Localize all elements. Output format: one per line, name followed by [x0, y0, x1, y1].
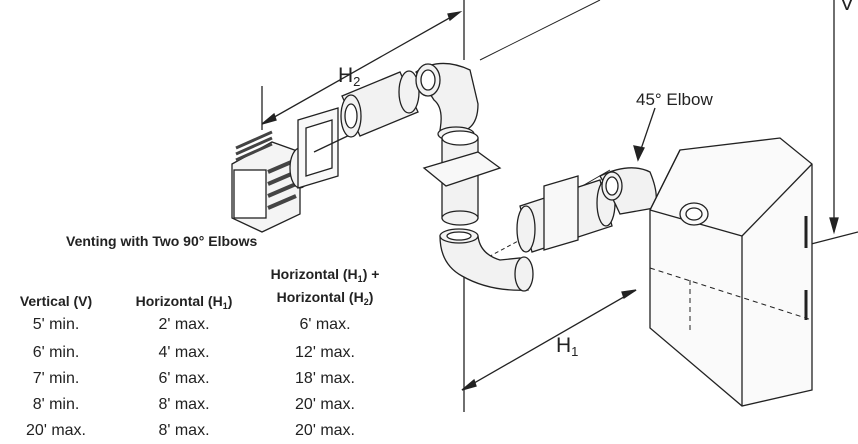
elbow-callout-label: 45° Elbow [636, 90, 713, 109]
table-cell: 6' max. [158, 370, 210, 387]
table-cell: 7' min. [32, 370, 80, 387]
table-cell: 12' max. [295, 344, 355, 361]
h2-label: H2 [338, 64, 361, 89]
table-cell: 6' min. [32, 344, 80, 361]
upper-elbow [415, 62, 479, 142]
vertical-pipe [422, 130, 502, 226]
h1-label: H1 [556, 334, 579, 359]
table-cell: 8' max. [158, 422, 210, 439]
header-horizontal-h1: Horizontal (H1) [135, 293, 233, 311]
wall-plate [297, 107, 357, 189]
table-cell: 18' max. [295, 370, 355, 387]
forty-five-elbow [599, 167, 657, 215]
h1-dimension [461, 270, 637, 412]
table-cell: 6' max. [299, 316, 351, 333]
h2-dimension [261, 0, 465, 130]
table-cell: 4' max. [158, 344, 210, 361]
table-cell: 8' max. [158, 396, 210, 413]
table-cell: 20' max. [295, 422, 355, 439]
v-label: V [840, 0, 855, 15]
boiler [649, 137, 813, 407]
header-combined: Horizontal (H1) + Horizontal (H2) [270, 266, 380, 307]
table-cell: 2' max. [158, 316, 210, 333]
table-title: Venting with Two 90° Elbows [66, 233, 258, 249]
horizontal-pipe-h2 [340, 70, 420, 138]
wall-terminal [231, 130, 311, 233]
lower-elbow [439, 228, 534, 292]
table-cell: 5' min. [32, 316, 80, 333]
header-vertical: Vertical (V) [19, 293, 93, 309]
table-cell: 8' min. [32, 396, 80, 413]
table-cell: 20' max. [295, 396, 355, 413]
elbow-callout-arrow [633, 107, 656, 162]
table-cell: 20' max. [26, 422, 86, 439]
wall-plate-h1 [543, 175, 579, 251]
